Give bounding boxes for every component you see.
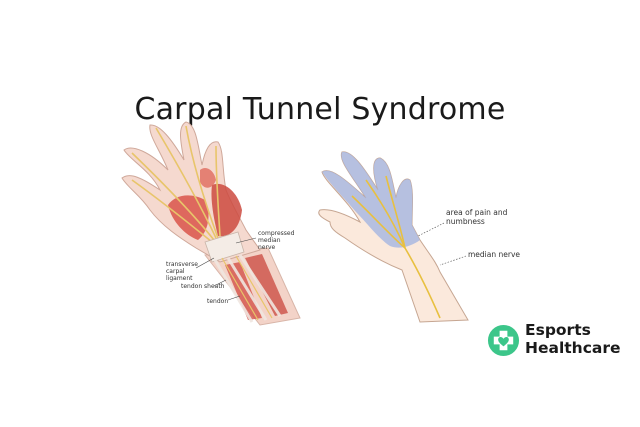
label-compressed-median-nerve: compressed median nerve [258,230,295,251]
label-median-nerve: median nerve [468,250,521,259]
label-area-of-pain: area of pain and numbness [446,208,508,226]
label-transverse-carpal-ligament: transverse carpal ligament [166,261,198,282]
medical-cross-heart-icon [487,324,520,357]
page-title: Carpal Tunnel Syndrome [134,92,506,127]
brand-logo: Esports Healthcare [487,321,627,361]
left-hand-drawing [121,121,301,326]
right-hand-drawing [318,151,469,323]
label-tendon: tendon [207,298,229,305]
label-tendon-sheath: tendon sheath [181,283,225,290]
brand-name: Esports Healthcare [525,321,621,357]
